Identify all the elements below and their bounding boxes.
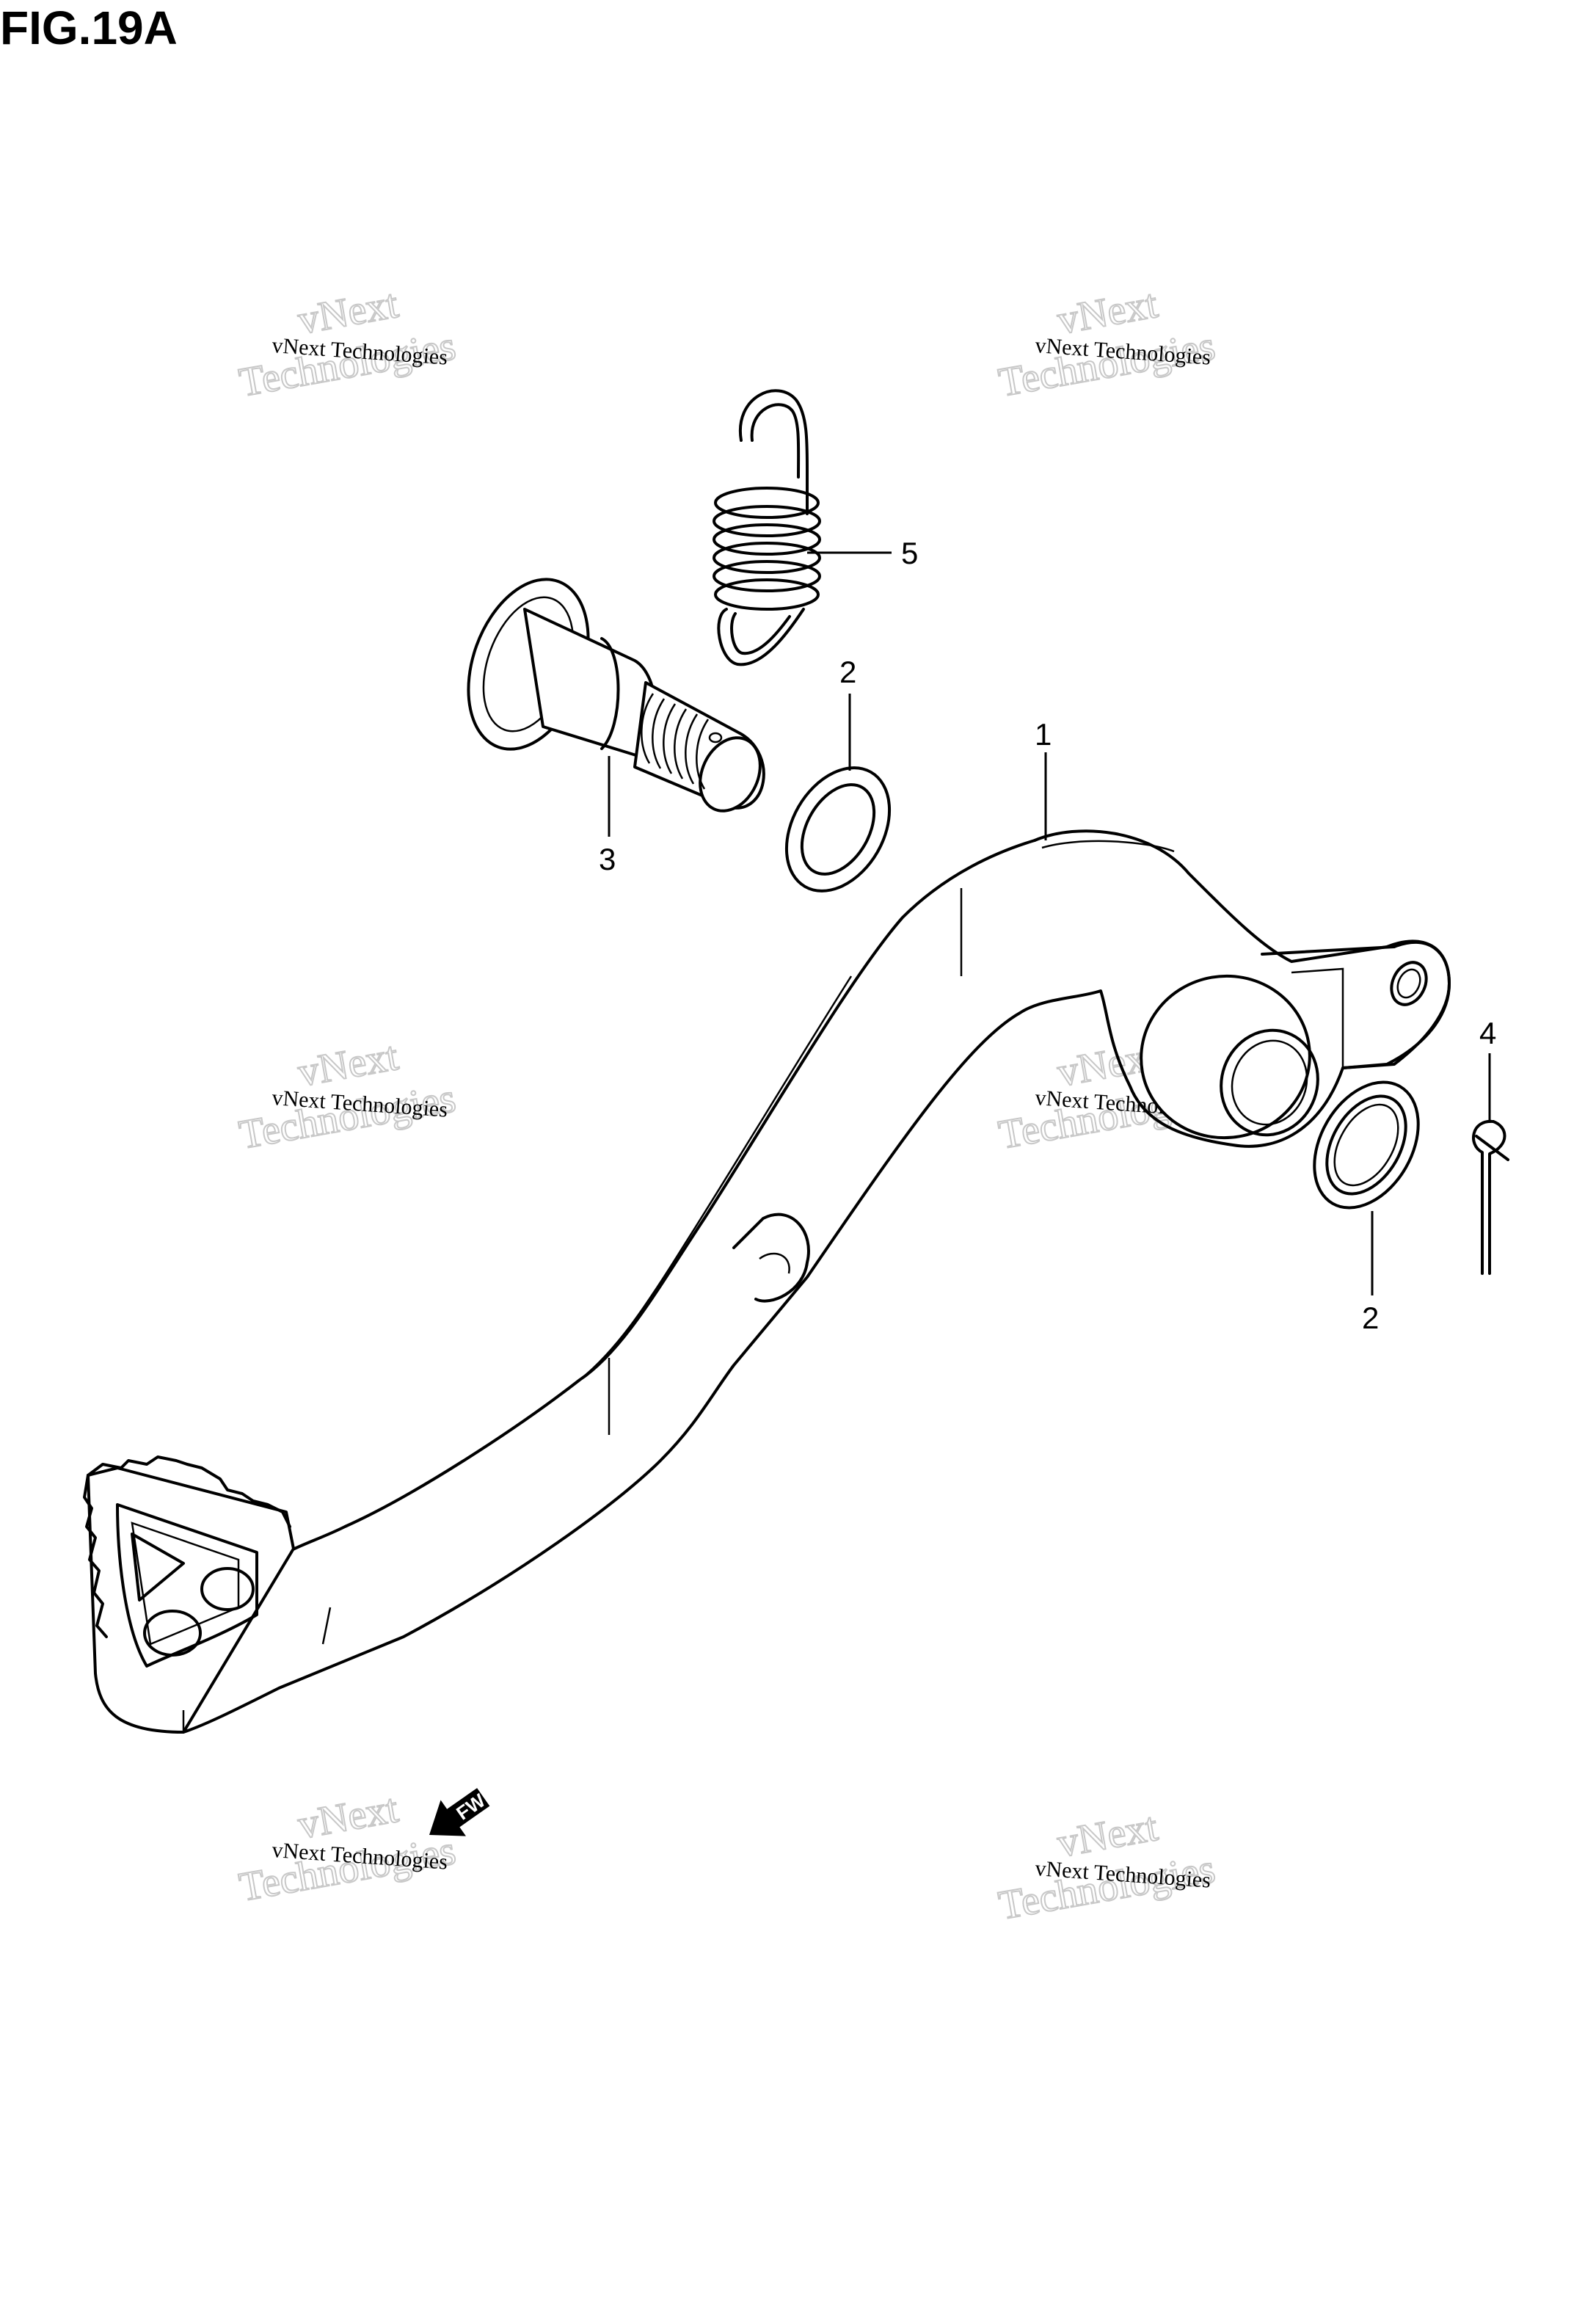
pedal-tip-teeth (83, 1455, 291, 1638)
callout-4: 4 (1479, 1016, 1496, 1123)
callout-label: 5 (901, 536, 918, 570)
part-pivot-bolt (467, 578, 765, 813)
callout-label: 1 (1035, 717, 1052, 752)
watermark-top-right: Technologies vNext vNext Technologies (994, 280, 1219, 407)
part-washer-lower (1313, 1080, 1420, 1210)
watermark-bottom-left: Technologies vNext vNext Technologies (235, 1785, 459, 1911)
part-brake-pedal (83, 829, 1451, 1734)
callout-2-upper: 2 (839, 655, 856, 771)
callout-label: 4 (1479, 1016, 1496, 1050)
callout-2-lower: 2 (1362, 1211, 1379, 1335)
callout-label: 2 (1362, 1301, 1379, 1335)
part-cotter-pin (1472, 1119, 1509, 1275)
watermark-top-left: Technologies vNext vNext Technologies (235, 280, 459, 407)
figure-title: FIG.19A (0, 1, 178, 54)
watermark-mid-left: Technologies vNext vNext Technologies (235, 1033, 459, 1159)
bolt-threads (641, 693, 710, 790)
callout-1: 1 (1035, 717, 1052, 840)
callout-3: 3 (599, 756, 616, 876)
spring-coils (713, 487, 821, 611)
callout-label: 2 (839, 655, 856, 689)
callout-5: 5 (807, 536, 918, 570)
part-washer-upper (784, 766, 892, 893)
watermark-bottom-right: Technologies vNext vNext Technologies (994, 1803, 1219, 1930)
part-return-spring (713, 389, 821, 666)
callout-label: 3 (599, 842, 616, 876)
